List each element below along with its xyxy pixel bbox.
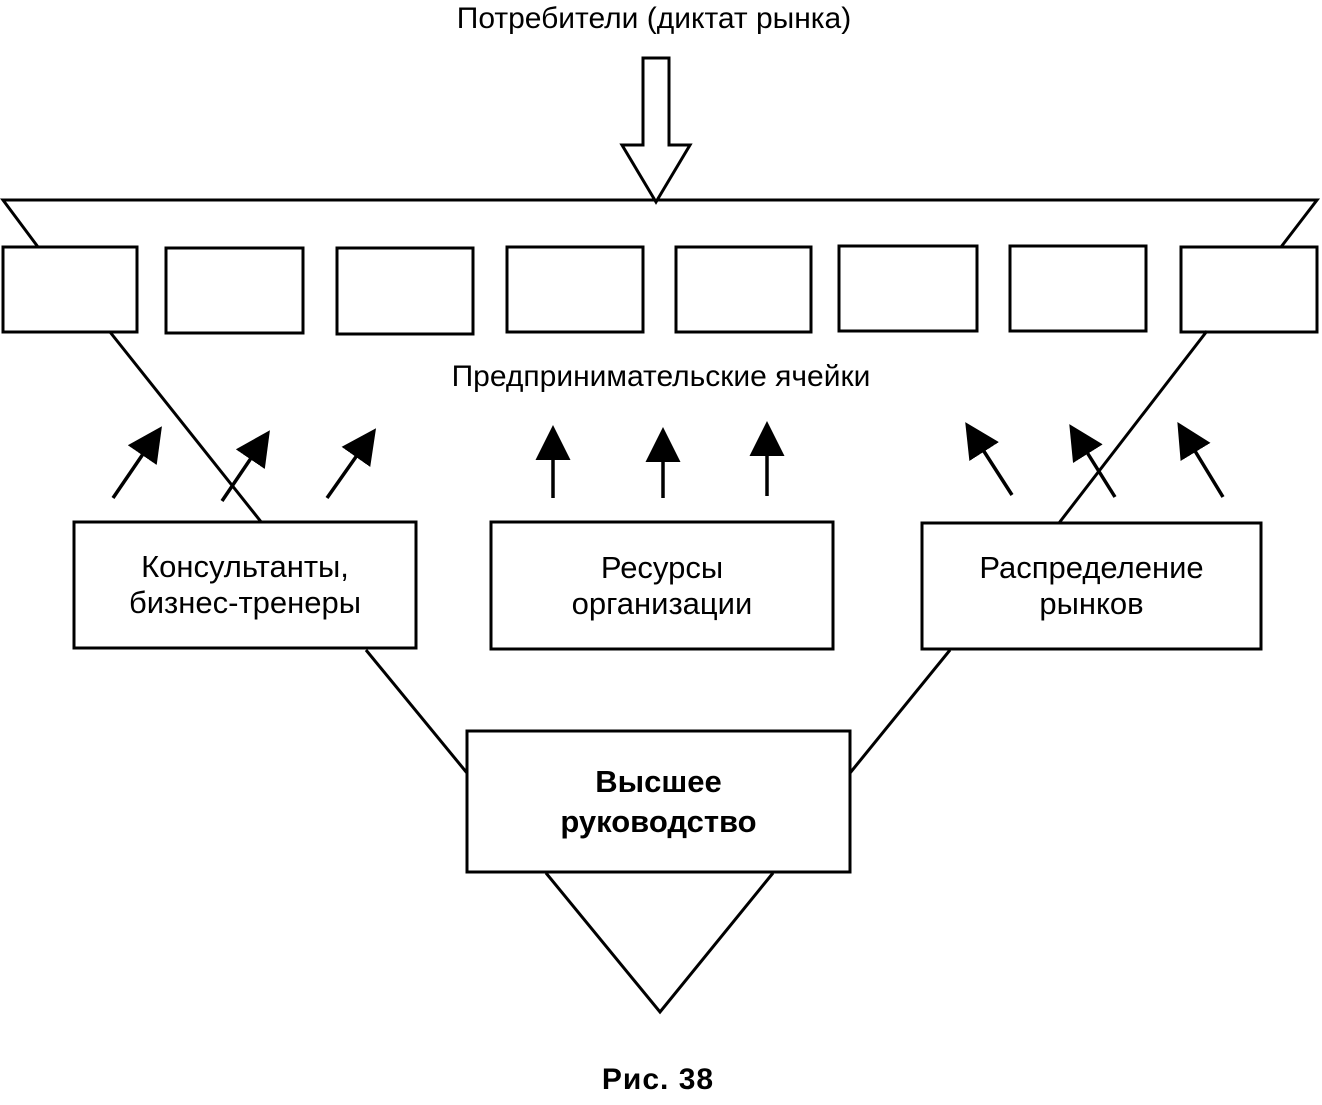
consultants-line1: Консультанты,	[141, 549, 349, 584]
resources-label: Ресурсы организации	[491, 522, 833, 649]
management-line1: Высшее	[595, 763, 722, 799]
markets-box	[920, 521, 1263, 651]
arrow-up-icon	[325, 428, 377, 500]
arrow-up-icon	[1177, 422, 1225, 498]
middle-boxes	[72, 520, 1263, 651]
resources-line1: Ресурсы	[600, 549, 724, 585]
resources-line2: организации	[571, 585, 753, 621]
markets-line1: Распределение	[979, 550, 1204, 585]
management-line2: руководство	[560, 803, 757, 839]
arrow-up-icon	[1069, 424, 1117, 498]
cell-box	[1179, 245, 1319, 334]
markets-label: Распределение рынков	[922, 523, 1261, 649]
support-arrows	[111, 421, 1225, 502]
cell-box	[335, 246, 475, 336]
cell-box	[505, 245, 645, 334]
figure-caption: Рис. 38	[601, 1063, 715, 1096]
consumer-arrow	[619, 56, 693, 205]
consultants-box	[72, 520, 418, 650]
cell-box	[1, 245, 139, 334]
consultants-label: Консультанты, бизнес-тренеры	[74, 522, 416, 648]
cell-box	[164, 246, 305, 335]
cell-box	[837, 244, 979, 333]
arrow-up-icon	[220, 430, 270, 502]
management-label: Высшее руководство	[467, 731, 850, 872]
arrow-up-icon	[111, 426, 162, 499]
cell-box	[1008, 244, 1148, 333]
arrow-up-icon	[965, 422, 1014, 496]
consultants-line2: бизнес-тренеры	[128, 585, 362, 620]
consumers-label: Потребители (диктат рынка)	[456, 2, 852, 35]
cells-label: Предпринимательские ячейки	[451, 360, 871, 393]
resources-box	[489, 520, 835, 651]
markets-line2: рынков	[1039, 586, 1144, 621]
triangle-sides	[108, 330, 1209, 1015]
cells-row	[1, 244, 1319, 336]
cell-box	[674, 245, 813, 334]
management-box	[465, 729, 852, 874]
top-trapezoid	[0, 198, 1321, 248]
